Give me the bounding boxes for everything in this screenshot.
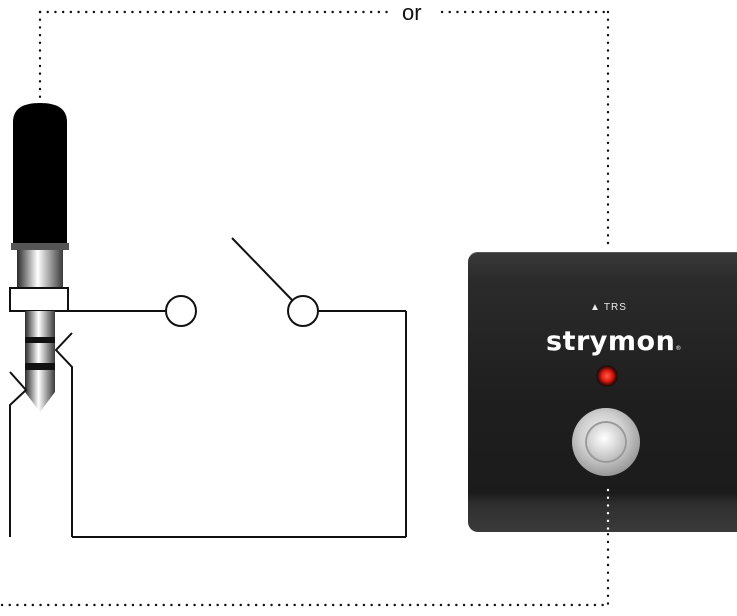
trs-text: TRS — [603, 302, 627, 313]
brand-logo: strymon® — [546, 326, 682, 357]
brand-text: strymon — [546, 326, 676, 357]
dotted-connection-bottom — [0, 486, 610, 607]
footswitch-cap[interactable] — [587, 423, 625, 461]
circuit-wiring — [9, 310, 407, 538]
registered-mark: ® — [675, 345, 682, 352]
trs-label: ▲TRS — [590, 302, 627, 313]
spst-switch-icon — [165, 237, 319, 327]
footswitch-icon[interactable] — [572, 408, 640, 476]
dotted-connection-top — [38, 10, 610, 250]
triangle-up-icon: ▲ — [590, 302, 601, 313]
or-label: or — [398, 0, 426, 26]
trs-plug-icon — [9, 103, 69, 412]
led-indicator — [596, 365, 618, 387]
strymon-footswitch-pedal: ▲TRS strymon® — [468, 252, 737, 532]
